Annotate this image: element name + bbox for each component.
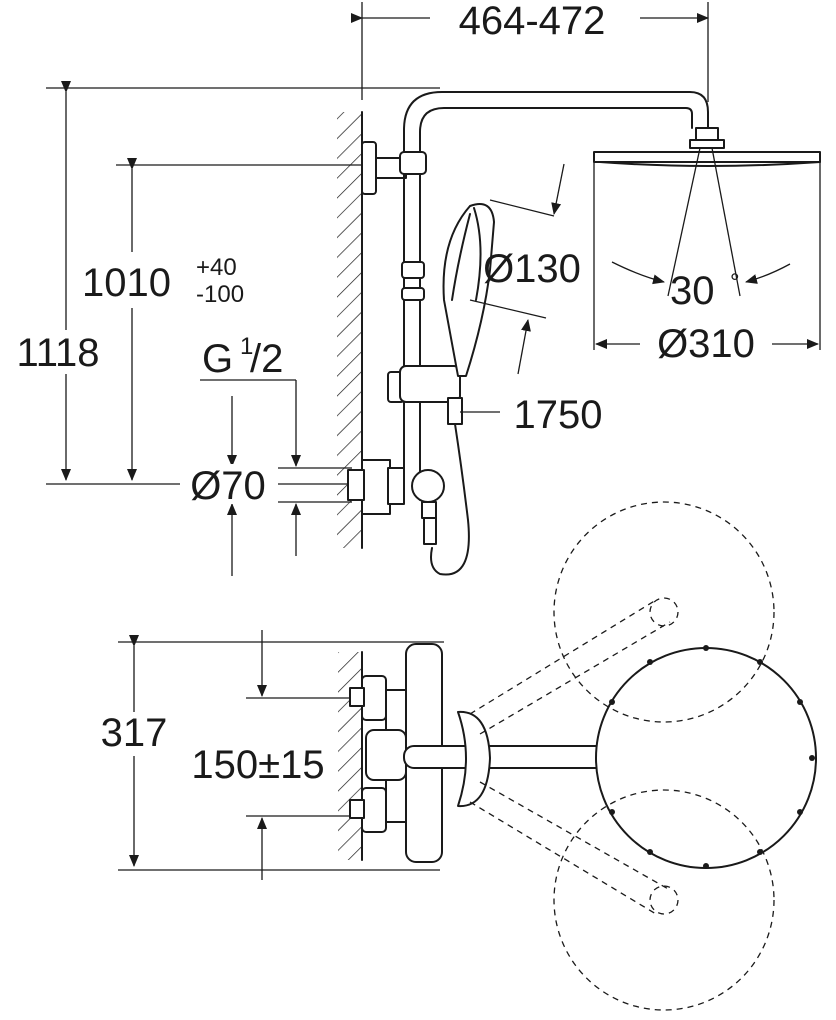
wall-depth-label: 317 <box>101 711 168 755</box>
thread-prefix: G <box>202 337 233 381</box>
connection-diameter-dimension: Ø70 <box>180 396 352 576</box>
tilt-angle-unit: ° <box>730 269 740 296</box>
rail-height-tol-minus: -100 <box>196 281 244 308</box>
rail-height-dimension: 1010 +40 -100 <box>80 158 362 481</box>
inlet-spacing-dimension: 150±15 <box>186 630 362 880</box>
rail-height-label: 1010 <box>82 261 171 305</box>
head-shower-side: 30 ° <box>593 127 821 350</box>
shower-rail <box>361 91 709 501</box>
head-shower-diameter-label: Ø310 <box>657 322 755 366</box>
inlet-spacing-label: 150±15 <box>191 743 324 787</box>
head-shower-top <box>595 645 817 869</box>
thread-numerator: 1 <box>240 333 253 360</box>
arm-projection-label: 464-472 <box>459 0 606 43</box>
total-height-label: 1118 <box>16 331 99 375</box>
head-shower-diameter-dimension: Ø310 <box>595 322 819 366</box>
hand-shower-diameter-label: Ø130 <box>483 247 581 291</box>
swing-positions <box>469 501 775 1011</box>
thermostat-side <box>347 459 445 545</box>
hose-length-label: 1750 <box>514 393 603 437</box>
rail-height-tol-plus: +40 <box>196 254 237 281</box>
wall-top-view <box>338 651 363 861</box>
total-height-dimension: 1118 <box>8 81 440 485</box>
thread-denominator: /2 <box>250 337 283 381</box>
thread-size-dimension: G 1 /2 <box>200 333 301 467</box>
arm-projection-dimension: 464-472 <box>351 0 709 102</box>
tilt-angle-label: 30 <box>670 269 715 313</box>
wall-depth-dimension: 317 <box>92 635 444 871</box>
hand-shower: Ø130 1750 <box>430 163 603 576</box>
connection-diameter-label: Ø70 <box>190 464 266 508</box>
